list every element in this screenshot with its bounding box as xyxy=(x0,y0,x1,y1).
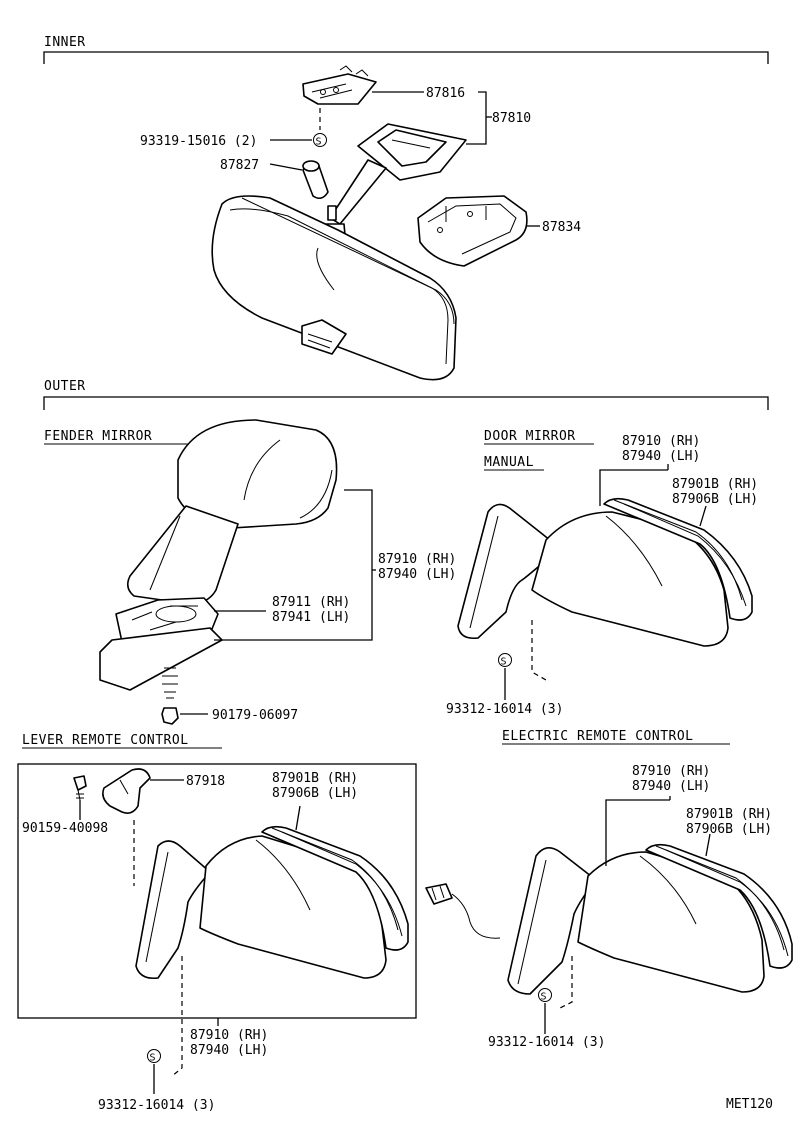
door-manual-glass-label-rh: 87901B (RH) xyxy=(672,477,758,492)
screw-symbol: S xyxy=(313,108,327,148)
fender-nut-label: 90179-06097 xyxy=(212,708,298,723)
label-87827: 87827 xyxy=(220,158,259,173)
lever-bolt-label: 90159-40098 xyxy=(22,821,108,836)
label-87816: 87816 xyxy=(426,86,465,101)
electric-glass-label-rh: 87901B (RH) xyxy=(686,807,772,822)
lever-leaders xyxy=(79,779,301,1026)
electric-remote-mirror-assembly xyxy=(507,843,793,995)
lever-remote-box xyxy=(17,763,417,1019)
electric-label-rh: 87910 (RH) xyxy=(632,764,710,779)
door-mirror-manual-assembly xyxy=(457,497,753,647)
fender-base-label-rh: 87911 (RH) xyxy=(272,595,350,610)
svg-text:S: S xyxy=(501,657,507,668)
lever-remote-mirror-assembly xyxy=(135,825,409,980)
lever-screw-label: 93312-16014 (3) xyxy=(98,1098,215,1113)
label-87810: 87810 xyxy=(492,111,531,126)
pin-87827 xyxy=(302,160,329,200)
lever-dashed-lines xyxy=(133,820,183,1077)
figure-code: MET120 xyxy=(726,1097,773,1112)
section-inner-title: INNER xyxy=(44,35,86,50)
lever-bolt-90159 xyxy=(73,775,87,801)
manual-title: MANUAL xyxy=(484,455,534,470)
lever-remote-title: LEVER REMOTE CONTROL xyxy=(22,733,189,748)
electric-leaders xyxy=(605,796,711,866)
door-mirror-title: DOOR MIRROR xyxy=(484,429,576,444)
fender-base-label-lh: 87941 (LH) xyxy=(272,610,350,625)
lever-glass-label-rh: 87901B (RH) xyxy=(272,771,358,786)
lever-knob-87918 xyxy=(102,768,151,814)
electric-connector xyxy=(425,883,501,939)
lever-label-rh: 87910 (RH) xyxy=(190,1028,268,1043)
svg-text:S: S xyxy=(541,992,547,1003)
fender-mirror-assembly xyxy=(99,419,338,725)
section-outer-title: OUTER xyxy=(44,379,86,394)
fender-mirror-title: FENDER MIRROR xyxy=(44,429,152,444)
outer-section-bracket xyxy=(43,396,769,410)
door-manual-label-rh: 87910 (RH) xyxy=(622,434,700,449)
lever-glass-label-lh: 87906B (LH) xyxy=(272,786,358,801)
mount-bracket-87816 xyxy=(302,65,377,105)
label-93319-15016: 93319-15016 (2) xyxy=(140,134,257,149)
svg-text:S: S xyxy=(150,1053,156,1064)
lever-knob-label: 87918 xyxy=(186,774,225,789)
fender-label-rh: 87910 (RH) xyxy=(378,552,456,567)
inner-section-bracket xyxy=(43,51,769,64)
fender-label-lh: 87940 (LH) xyxy=(378,567,456,582)
electric-screw-label: 93312-16014 (3) xyxy=(488,1035,605,1050)
lever-screw: S xyxy=(147,1049,161,1094)
inner-rear-view-mirror xyxy=(211,195,457,381)
screw-symbol-text: S xyxy=(316,137,322,148)
lever-label-lh: 87940 (LH) xyxy=(190,1043,268,1058)
electric-label-lh: 87940 (LH) xyxy=(632,779,710,794)
cover-87834 xyxy=(417,195,528,267)
door-manual-label-lh: 87940 (LH) xyxy=(622,449,700,464)
door-manual-screw-label: 93312-16014 (3) xyxy=(446,702,563,717)
door-manual-screw: S xyxy=(498,620,547,700)
door-manual-leaders xyxy=(599,464,707,527)
electric-glass-label-lh: 87906B (LH) xyxy=(686,822,772,837)
label-87834: 87834 xyxy=(542,220,581,235)
door-manual-glass-label-lh: 87906B (LH) xyxy=(672,492,758,507)
electric-remote-title: ELECTRIC REMOTE CONTROL xyxy=(502,729,694,744)
inner-leaders xyxy=(269,91,540,227)
fender-leaders xyxy=(180,489,376,715)
electric-screw: S xyxy=(538,956,573,1034)
